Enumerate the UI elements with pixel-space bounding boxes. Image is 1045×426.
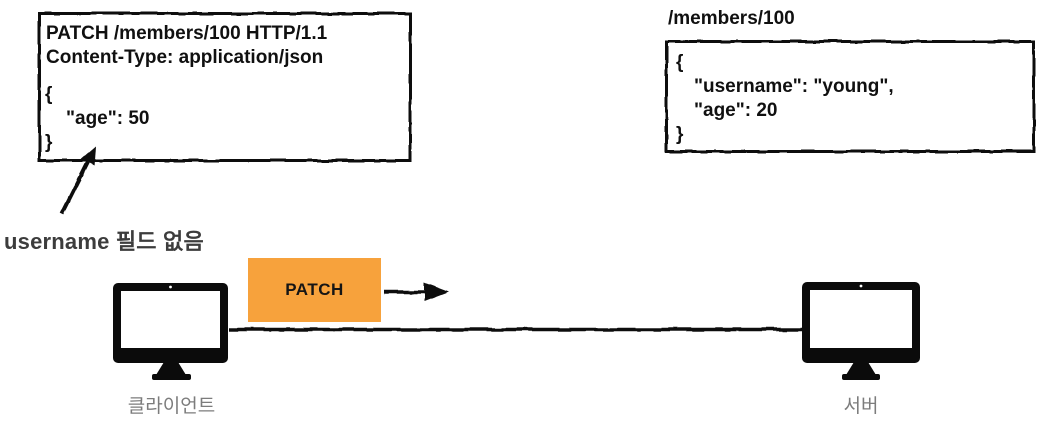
resource-age-field: "age": 20: [694, 100, 778, 121]
client-computer-icon: [113, 283, 228, 380]
content-type-line: Content-Type: application/json: [46, 47, 324, 68]
request-body-close: }: [45, 132, 53, 153]
annotation-no-username-field: username 필드 없음: [4, 229, 204, 254]
resource-path-title: /members/100: [668, 8, 795, 29]
resource-body-open: {: [676, 52, 684, 73]
request-body-age-field: "age": 50: [66, 108, 150, 129]
resource-username-field: "username": "young",: [694, 76, 894, 97]
request-body-open: {: [45, 84, 53, 105]
server-computer-icon: [802, 282, 920, 380]
request-line: PATCH /members/100 HTTP/1.1: [46, 23, 328, 44]
server-label: 서버: [843, 396, 879, 417]
annotation-arrow-icon: [60, 146, 96, 215]
request-arrow-icon: [384, 282, 449, 302]
client-label: 클라이언트: [127, 396, 216, 417]
resource-box-border: [665, 40, 1035, 153]
request-box-border: [38, 12, 412, 162]
patch-method-box: PATCH: [248, 258, 381, 322]
resource-body-close: }: [676, 124, 684, 145]
